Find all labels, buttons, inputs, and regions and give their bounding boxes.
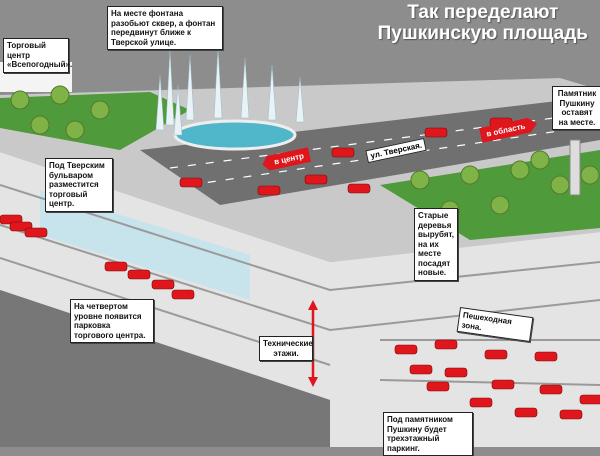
car bbox=[331, 147, 355, 158]
car bbox=[539, 384, 563, 395]
fountain-spire bbox=[185, 54, 195, 121]
callout-tech-floors: Технические этажи. bbox=[259, 336, 313, 361]
callout-pushkin-parking: Под памятником Пушкину будет трехэтажный… bbox=[383, 412, 473, 456]
callout-fountain: На месте фонтана разобьют сквер, а фонта… bbox=[107, 6, 223, 50]
tree bbox=[65, 120, 85, 140]
tree bbox=[460, 165, 480, 185]
car bbox=[434, 339, 458, 350]
car bbox=[304, 174, 328, 185]
car bbox=[514, 407, 538, 418]
tree bbox=[410, 170, 430, 190]
car bbox=[409, 364, 433, 375]
car bbox=[469, 397, 493, 408]
fountain-spire bbox=[213, 47, 223, 119]
tree bbox=[490, 195, 510, 215]
car bbox=[257, 185, 281, 196]
page-title: Так переделают Пушкинскую площадь bbox=[378, 2, 588, 44]
tree bbox=[510, 160, 530, 180]
car bbox=[444, 367, 468, 378]
car bbox=[394, 344, 418, 355]
car bbox=[534, 351, 558, 362]
title-line-1: Так переделают bbox=[407, 2, 559, 23]
car bbox=[179, 177, 203, 188]
car bbox=[171, 289, 195, 300]
callout-mall-vsepogodny: Торговый центр «Всепогодный». bbox=[3, 38, 72, 73]
tree bbox=[530, 150, 550, 170]
tree bbox=[580, 165, 600, 185]
car bbox=[559, 409, 583, 420]
car bbox=[424, 127, 448, 138]
fountain-pool bbox=[173, 119, 297, 151]
car bbox=[484, 349, 508, 360]
fountain-spire bbox=[165, 49, 175, 126]
pushkin-monument bbox=[569, 139, 581, 196]
car bbox=[24, 227, 48, 238]
tree bbox=[550, 175, 570, 195]
car bbox=[491, 379, 515, 390]
car bbox=[426, 381, 450, 392]
car bbox=[579, 394, 600, 405]
callout-fourth-level: На четвертом уровне появится парковка то… bbox=[70, 299, 154, 343]
callout-old-trees: Старые деревья вырубят, на их месте поса… bbox=[414, 208, 458, 281]
fountain-spire bbox=[295, 76, 305, 123]
tree bbox=[90, 100, 110, 120]
car bbox=[104, 261, 128, 272]
car bbox=[151, 279, 175, 290]
lawn-left bbox=[0, 92, 190, 150]
car bbox=[347, 183, 371, 194]
callout-monument: Памятник Пушкину оставят на месте. bbox=[552, 86, 600, 130]
tree bbox=[30, 115, 50, 135]
fountain-spire bbox=[155, 74, 165, 131]
fountain-spire bbox=[267, 64, 277, 121]
car bbox=[127, 269, 151, 280]
callout-tverskoy-mall: Под Тверским бульваром разместится торго… bbox=[45, 158, 113, 212]
title-line-2: Пушкинскую площадь bbox=[377, 23, 588, 44]
glass-mall-level bbox=[40, 190, 250, 300]
fountain-spire bbox=[240, 57, 250, 119]
fountain-spire bbox=[173, 84, 183, 136]
tree bbox=[50, 85, 70, 105]
tree bbox=[10, 90, 30, 110]
